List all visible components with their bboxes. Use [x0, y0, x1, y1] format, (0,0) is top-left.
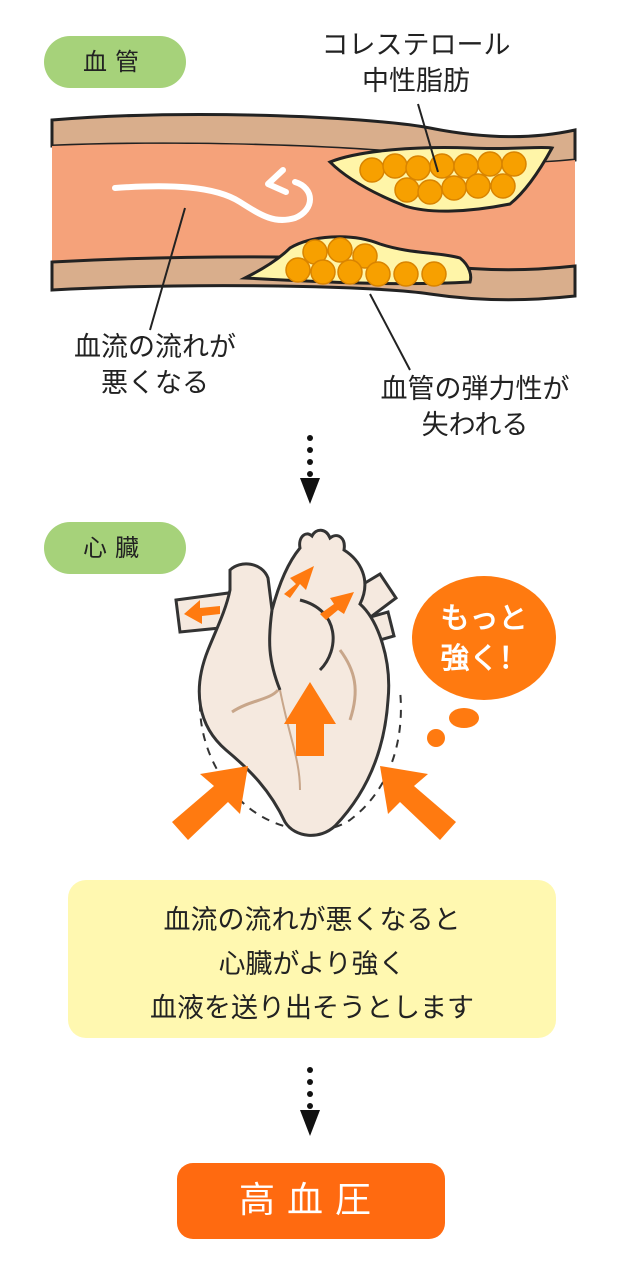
blood-flow-arrow-head — [265, 167, 289, 195]
bubble-main — [412, 576, 556, 700]
bubble-dot-medium — [449, 708, 479, 728]
summary-line-2: 心臓がより強く — [218, 949, 406, 980]
fat-balls-upper — [359, 151, 527, 205]
elasticity-label: 血管の弾力性が 失われる — [350, 372, 600, 444]
thought-bubble — [412, 576, 556, 747]
heart-illustration — [172, 528, 456, 840]
plaque-label: コレステロール 中性脂肪 — [296, 28, 536, 100]
elasticity-label-line2: 失われる — [421, 410, 529, 441]
summary-box: 血流の流れが悪くなると 心臓がより強く 血液を送り出そうとします — [68, 880, 556, 1038]
summary-line-3: 血液を送り出そうとします — [150, 993, 474, 1024]
flow-label-line1: 血流の流れが — [74, 332, 236, 363]
leader-flow — [149, 207, 186, 331]
press-arrow-left — [172, 766, 248, 840]
blood-flow-arrow — [112, 179, 313, 223]
fat-balls-lower — [285, 237, 447, 287]
bubble-text-line1: もっと — [440, 601, 528, 635]
heart-arrow-left-vessel — [184, 600, 220, 624]
leader-elasticity — [369, 293, 411, 371]
plaque-label-line1: コレステロール — [321, 30, 511, 61]
blood-vessel — [50, 103, 577, 371]
flow-label: 血流の流れが 悪くなる — [40, 330, 270, 402]
bubble-text: もっと 強く！ — [414, 598, 554, 678]
elasticity-label-line1: 血管の弾力性が — [380, 374, 570, 405]
bubble-text-line2: 強く！ — [440, 641, 528, 675]
result-text: 高血圧 — [238, 1180, 383, 1221]
result-badge: 高血圧 — [177, 1163, 445, 1239]
heart-arrow-upper-left — [284, 566, 314, 598]
bubble-dot-small — [427, 729, 445, 747]
section-heart-pill: 心臓 — [44, 522, 186, 574]
section-heart-title: 心臓 — [83, 534, 147, 562]
press-arrow-right — [380, 766, 456, 840]
plaque-label-line2: 中性脂肪 — [362, 66, 470, 97]
section-vessel-title: 血管 — [83, 48, 147, 76]
flow-down-arrow-1 — [300, 435, 320, 504]
flow-down-arrow-2 — [300, 1067, 320, 1136]
section-vessel-pill: 血管 — [44, 36, 186, 88]
heart-arrow-upper-right — [320, 592, 354, 620]
leader-plaque — [417, 103, 439, 173]
flow-label-line2: 悪くなる — [101, 368, 209, 399]
heart-arrow-up-center — [284, 682, 336, 756]
summary-line-1: 血流の流れが悪くなると — [163, 905, 461, 936]
